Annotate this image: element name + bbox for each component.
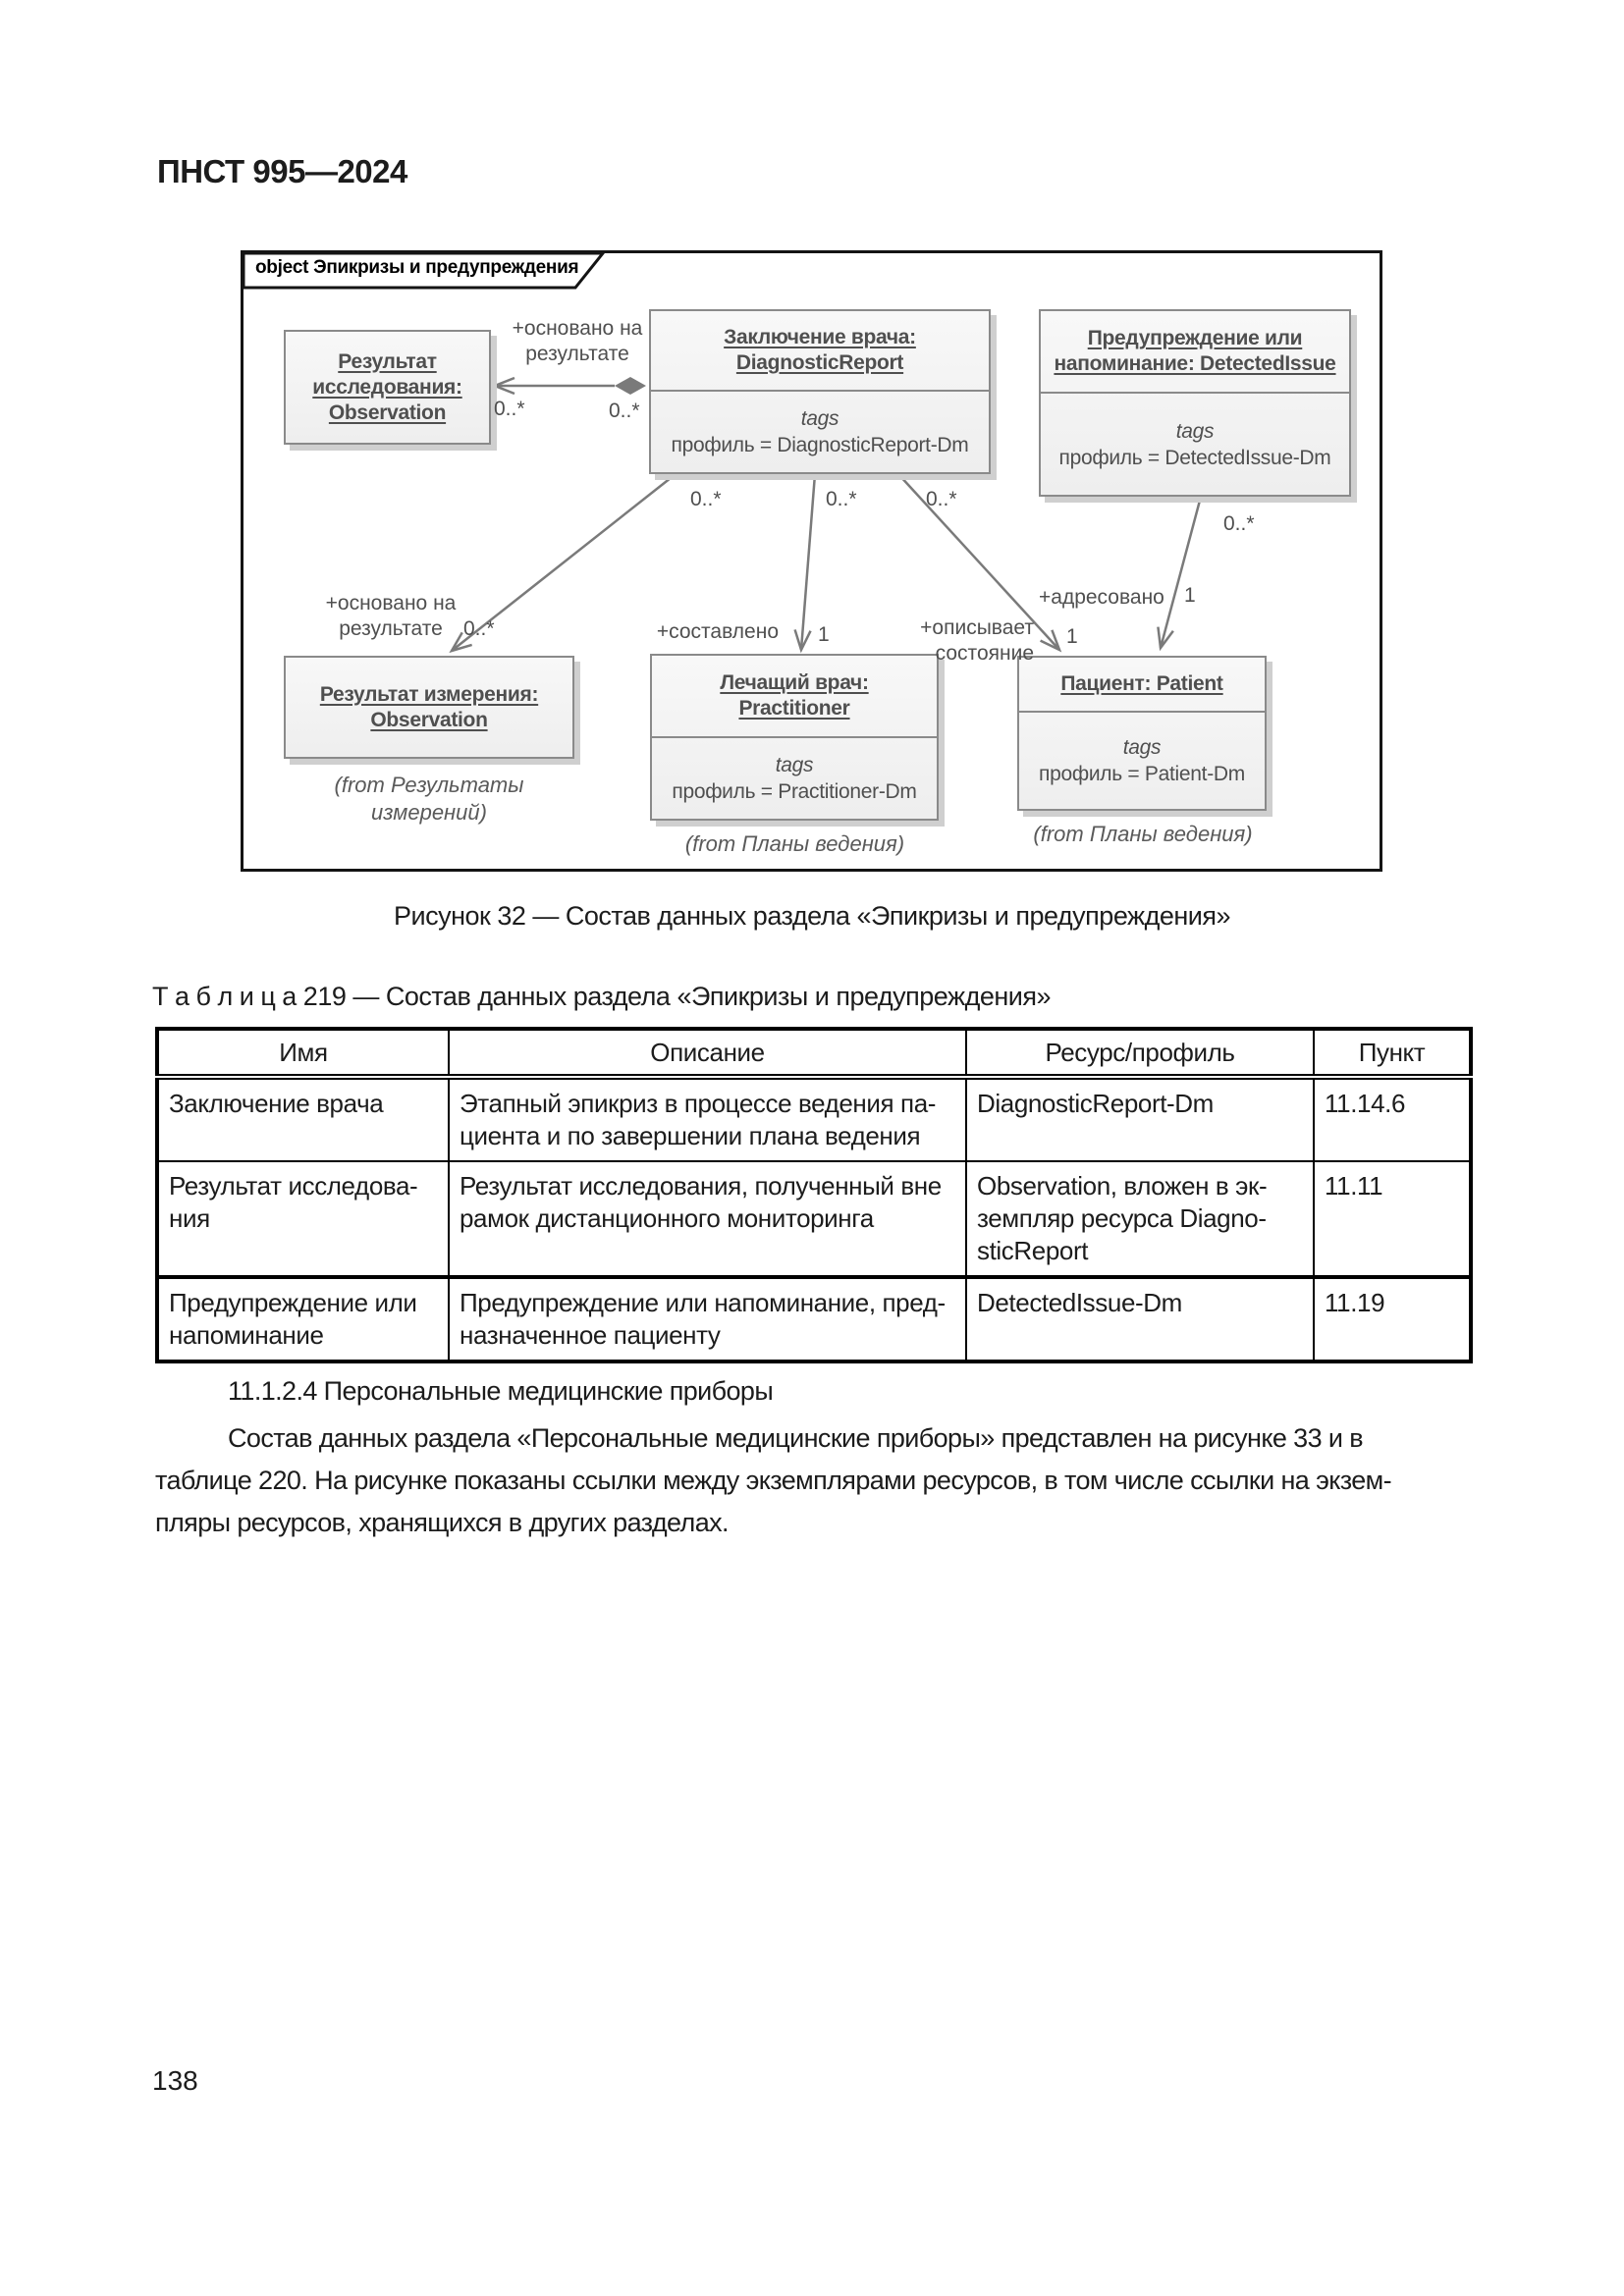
multiplicity-label: 0..* bbox=[690, 488, 722, 510]
multiplicity-label: 0..* bbox=[826, 488, 857, 510]
uml-object-measurement-result: Результат измерения: Observation bbox=[284, 656, 574, 759]
document-code: ПНСТ 995—2024 bbox=[157, 153, 407, 189]
cell-resource: DetectedIssue-Dm bbox=[965, 1275, 1315, 1362]
role-label-describes-state: +описывает состояние bbox=[920, 616, 1034, 665]
tag-profile-value: профиль = DetectedIssue-Dm bbox=[1058, 446, 1331, 469]
cell-clause: 11.19 bbox=[1313, 1275, 1472, 1362]
multiplicity-label: 0..* bbox=[926, 488, 957, 510]
tags-keyword: tags bbox=[775, 754, 814, 776]
from-note-measurement: (from Результаты измерений) bbox=[334, 773, 524, 825]
uml-object-detected-issue: Предупреждение или напоминание: Detected… bbox=[1039, 309, 1351, 497]
tags-keyword: tags bbox=[1175, 419, 1215, 443]
table-row: Результат исследова- ния Результат иссле… bbox=[156, 1160, 1472, 1278]
object-title: Заключение врача: DiagnosticReport bbox=[724, 326, 916, 374]
uml-diagram-frame: object Эпикризы и предупреждения Результ… bbox=[241, 250, 1382, 872]
from-note-patient: (from Планы ведения) bbox=[1033, 822, 1253, 846]
page-number: 138 bbox=[152, 2065, 198, 2096]
cell-resource: DiagnosticReport-Dm bbox=[965, 1076, 1315, 1162]
cell-name: Предупреждение или напоминание bbox=[156, 1275, 450, 1362]
link-composed-by bbox=[793, 473, 817, 654]
multiplicity-label: 1 bbox=[1066, 625, 1078, 648]
multiplicity-label: 0..* bbox=[463, 617, 495, 640]
column-header-resource: Ресурс/профиль bbox=[965, 1028, 1315, 1080]
tag-profile-value: профиль = Practitioner-Dm bbox=[672, 780, 917, 803]
uml-object-practitioner: Лечащий врач: Practitioner tags профиль … bbox=[650, 654, 939, 821]
role-label-based-on-result-top: +основано на результате bbox=[512, 317, 643, 365]
cell-description: Результат исследования, полученный вне р… bbox=[448, 1160, 967, 1278]
object-title: Результат измерения: Observation bbox=[319, 682, 539, 731]
role-label-composed-by: +составлено bbox=[656, 620, 779, 643]
diagram-connectors bbox=[244, 253, 1203, 654]
object-title: Пациент: Patient bbox=[1060, 672, 1223, 695]
section-heading: 11.1.2.4 Персональные медицинские прибор… bbox=[228, 1376, 774, 1406]
object-title: Предупреждение или напоминание: Detected… bbox=[1054, 327, 1336, 375]
object-tags: tags профиль = DetectedIssue-Dm bbox=[1041, 392, 1349, 495]
cell-description: Предупреждение или напоминание, пред- на… bbox=[448, 1275, 967, 1362]
uml-object-research-result: Результат исследования: Observation bbox=[284, 330, 491, 445]
multiplicity-label: 1 bbox=[818, 623, 830, 646]
link-addressed-to bbox=[1157, 496, 1203, 652]
data-table: Имя Описание Ресурс/профиль Пункт Заключ… bbox=[155, 1027, 1473, 1363]
cell-resource: Observation, вложен в эк- земпляр ресурс… bbox=[965, 1160, 1315, 1278]
tag-profile-value: профиль = DiagnosticReport-Dm bbox=[671, 434, 969, 456]
aggregation-diamond-icon bbox=[615, 377, 646, 395]
tags-keyword: tags bbox=[1122, 736, 1162, 759]
table-row: Заключение врача Этапный эпикриз в проце… bbox=[156, 1076, 1472, 1162]
multiplicity-label: 0..* bbox=[609, 400, 640, 422]
multiplicity-label: 0..* bbox=[1223, 512, 1255, 535]
object-tags: tags профиль = DiagnosticReport-Dm bbox=[651, 390, 989, 472]
table-title: Т а б л и ц а 219 — Состав данных раздел… bbox=[152, 982, 1051, 1011]
table-row: Предупреждение или напоминание Предупреж… bbox=[156, 1275, 1472, 1362]
frame-label: object Эпикризы и предупреждения bbox=[255, 257, 579, 278]
tag-profile-value: профиль = Patient-Dm bbox=[1039, 763, 1245, 785]
column-header-name: Имя bbox=[156, 1028, 450, 1080]
object-title: Результат исследования: Observation bbox=[312, 349, 462, 424]
cell-name: Заключение врача bbox=[156, 1076, 450, 1162]
from-note-practitioner: (from Планы ведения) bbox=[684, 831, 905, 856]
table-header-row: Имя Описание Ресурс/профиль Пункт bbox=[156, 1028, 1472, 1080]
link-describes-state bbox=[897, 473, 1062, 653]
link-based-on-result-bottom bbox=[449, 473, 677, 654]
object-tags: tags профиль = Patient-Dm bbox=[1019, 711, 1265, 809]
body-paragraph: Состав данных раздела «Персональные меди… bbox=[155, 1423, 1392, 1537]
uml-object-diagnostic-report: Заключение врача: DiagnosticReport tags … bbox=[649, 309, 991, 474]
tags-keyword: tags bbox=[800, 407, 839, 430]
cell-clause: 11.14.6 bbox=[1313, 1076, 1472, 1162]
role-label-based-on-result-bottom: +основано на результате bbox=[325, 592, 457, 640]
cell-name: Результат исследова- ния bbox=[156, 1160, 450, 1278]
multiplicity-label: 0..* bbox=[494, 398, 525, 420]
cell-description: Этапный эпикриз в процессе ведения па- ц… bbox=[448, 1076, 967, 1162]
role-label-addressed-to: +адресовано bbox=[1039, 586, 1164, 609]
object-title: Лечащий врач: Practitioner bbox=[720, 671, 869, 720]
figure-caption: Рисунок 32 — Состав данных раздела «Эпик… bbox=[394, 901, 1231, 931]
uml-object-patient: Пациент: Patient tags профиль = Patient-… bbox=[1017, 656, 1267, 811]
cell-clause: 11.11 bbox=[1313, 1160, 1472, 1278]
frame-tab bbox=[244, 253, 605, 290]
column-header-description: Описание bbox=[448, 1028, 967, 1080]
column-header-clause: Пункт bbox=[1313, 1028, 1472, 1080]
object-tags: tags профиль = Practitioner-Dm bbox=[652, 736, 937, 819]
multiplicity-label: 1 bbox=[1184, 584, 1196, 607]
